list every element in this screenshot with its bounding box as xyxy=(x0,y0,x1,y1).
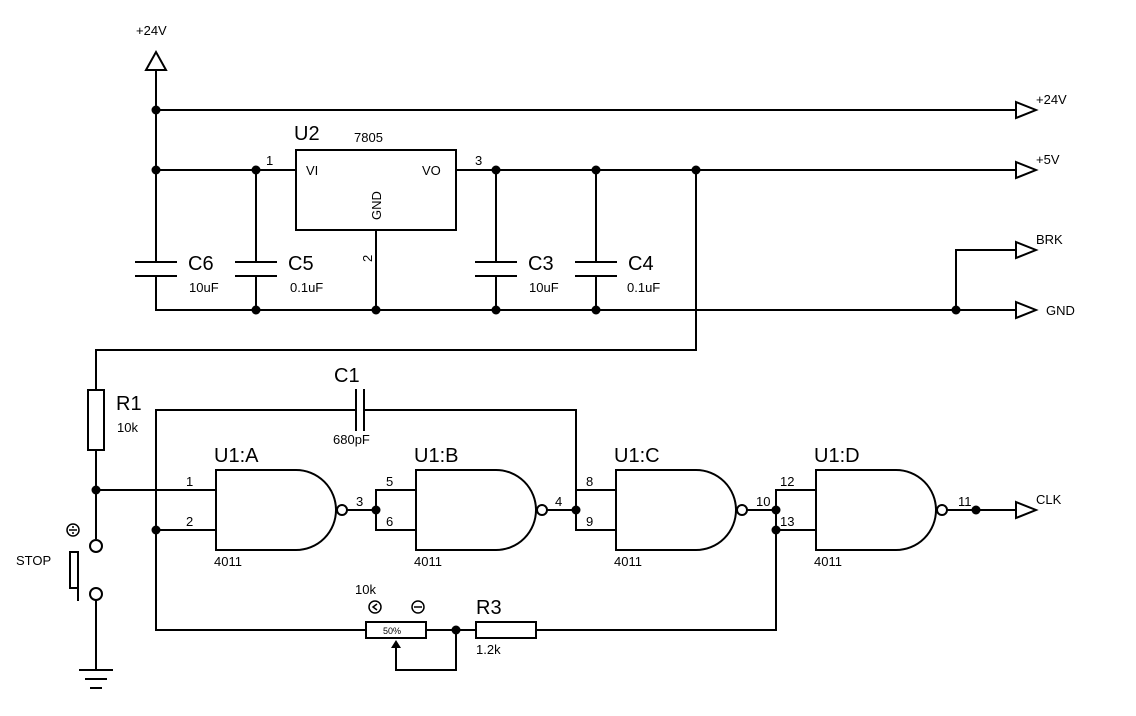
u2-vi: VI xyxy=(306,163,318,178)
gate-a-pin3: 3 xyxy=(356,494,363,509)
c6-ref: C6 xyxy=(188,253,214,275)
nand-gate-u1d xyxy=(815,469,937,551)
wire-brk xyxy=(955,249,1017,311)
c1-ref: C1 xyxy=(334,365,360,387)
capacitor-c6 xyxy=(135,261,177,277)
c4-ref: C4 xyxy=(628,253,654,275)
gate-d-pin11: 11 xyxy=(958,494,972,509)
stop-label: STOP xyxy=(16,553,51,568)
gate-b-bubble xyxy=(536,504,548,516)
c3-value: 10uF xyxy=(529,280,559,295)
wire-gate-d-inputs xyxy=(535,489,817,631)
capacitor-c4 xyxy=(575,261,617,277)
r3-ref: R3 xyxy=(476,597,502,619)
gate-c-part: 4011 xyxy=(614,554,642,569)
gate-c-pin10: 10 xyxy=(756,494,770,509)
port-brk-label: BRK xyxy=(1036,232,1063,247)
pot-value: 10k xyxy=(355,582,376,597)
c6-value: 10uF xyxy=(189,280,219,295)
c1-value: 680pF xyxy=(333,432,370,447)
u2-pin-gnd: 2 xyxy=(360,255,375,262)
port-gnd xyxy=(1015,300,1039,320)
gate-d-part: 4011 xyxy=(814,554,842,569)
c5-ref: C5 xyxy=(288,253,314,275)
wire-gate-b-inputs xyxy=(375,489,417,531)
pot-decrease-icon[interactable] xyxy=(368,600,382,614)
r1-value: 10k xyxy=(117,420,138,435)
wire-5v-to-r1 xyxy=(95,169,697,391)
resistor-r3 xyxy=(475,621,537,639)
pot-setting: 50% xyxy=(383,626,401,636)
u2-gnd: GND xyxy=(369,191,384,220)
nand-gate-u1b xyxy=(415,469,537,551)
gate-a-ref: U1:A xyxy=(214,445,259,467)
c4-value: 0.1uF xyxy=(627,280,660,295)
ground-symbol xyxy=(79,669,113,689)
wire-pot-wiper xyxy=(395,629,457,671)
port-gnd-label: GND xyxy=(1046,303,1075,318)
gate-a-bubble xyxy=(336,504,348,516)
supply-24v-label: +24V xyxy=(136,23,167,38)
junction-dots xyxy=(91,105,981,635)
u2-vo: VO xyxy=(422,163,441,178)
port-clk xyxy=(1015,500,1039,520)
port-brk xyxy=(1015,240,1039,260)
resistor-r1 xyxy=(87,389,105,451)
port-5v-label: +5V xyxy=(1036,152,1060,167)
wire-feedback-loop xyxy=(155,409,367,631)
gate-b-ref: U1:B xyxy=(414,445,458,467)
pot-wiper-arrow xyxy=(391,640,401,648)
stop-switch xyxy=(66,523,103,601)
supply-24v-symbol xyxy=(144,49,168,111)
capacitor-c1 xyxy=(355,389,365,431)
gate-d-ref: U1:D xyxy=(814,445,860,467)
wire-c1-right xyxy=(363,409,577,511)
capacitor-c3 xyxy=(475,261,517,277)
port-5v xyxy=(1015,160,1039,180)
gate-c-bubble xyxy=(736,504,748,516)
port-24v xyxy=(1015,100,1039,120)
gate-a-pin1: 1 xyxy=(186,474,193,489)
c3-ref: C3 xyxy=(528,253,554,275)
port-clk-label: CLK xyxy=(1036,492,1062,507)
gate-b-pin5: 5 xyxy=(386,474,393,489)
gate-c-pin8: 8 xyxy=(586,474,593,489)
nand-gate-u1a xyxy=(215,469,337,551)
u2-part: 7805 xyxy=(354,130,383,145)
gate-c-ref: U1:C xyxy=(614,445,660,467)
gate-d-bubble xyxy=(936,504,948,516)
u2-ref: U2 xyxy=(294,123,320,145)
pot-increase-icon[interactable] xyxy=(411,600,425,614)
gate-c-pin9: 9 xyxy=(586,514,593,529)
capacitor-c5 xyxy=(235,261,277,277)
r1-ref: R1 xyxy=(116,393,142,415)
regulator-u2 xyxy=(295,149,457,231)
u2-pin-out: 3 xyxy=(475,153,482,168)
gate-b-pin4: 4 xyxy=(555,494,562,509)
gate-d-pin12: 12 xyxy=(780,474,794,489)
port-24v-label: +24V xyxy=(1036,92,1067,107)
gate-a-pin2: 2 xyxy=(186,514,193,529)
gate-d-pin13: 13 xyxy=(780,514,794,529)
wire-gate-c-inputs xyxy=(575,489,617,531)
c5-value: 0.1uF xyxy=(290,280,323,295)
r3-value: 1.2k xyxy=(476,642,501,657)
gate-b-part: 4011 xyxy=(414,554,442,569)
gate-b-pin6: 6 xyxy=(386,514,393,529)
gate-a-part: 4011 xyxy=(214,554,242,569)
u2-pin-in: 1 xyxy=(266,153,273,168)
nand-gate-u1c xyxy=(615,469,737,551)
